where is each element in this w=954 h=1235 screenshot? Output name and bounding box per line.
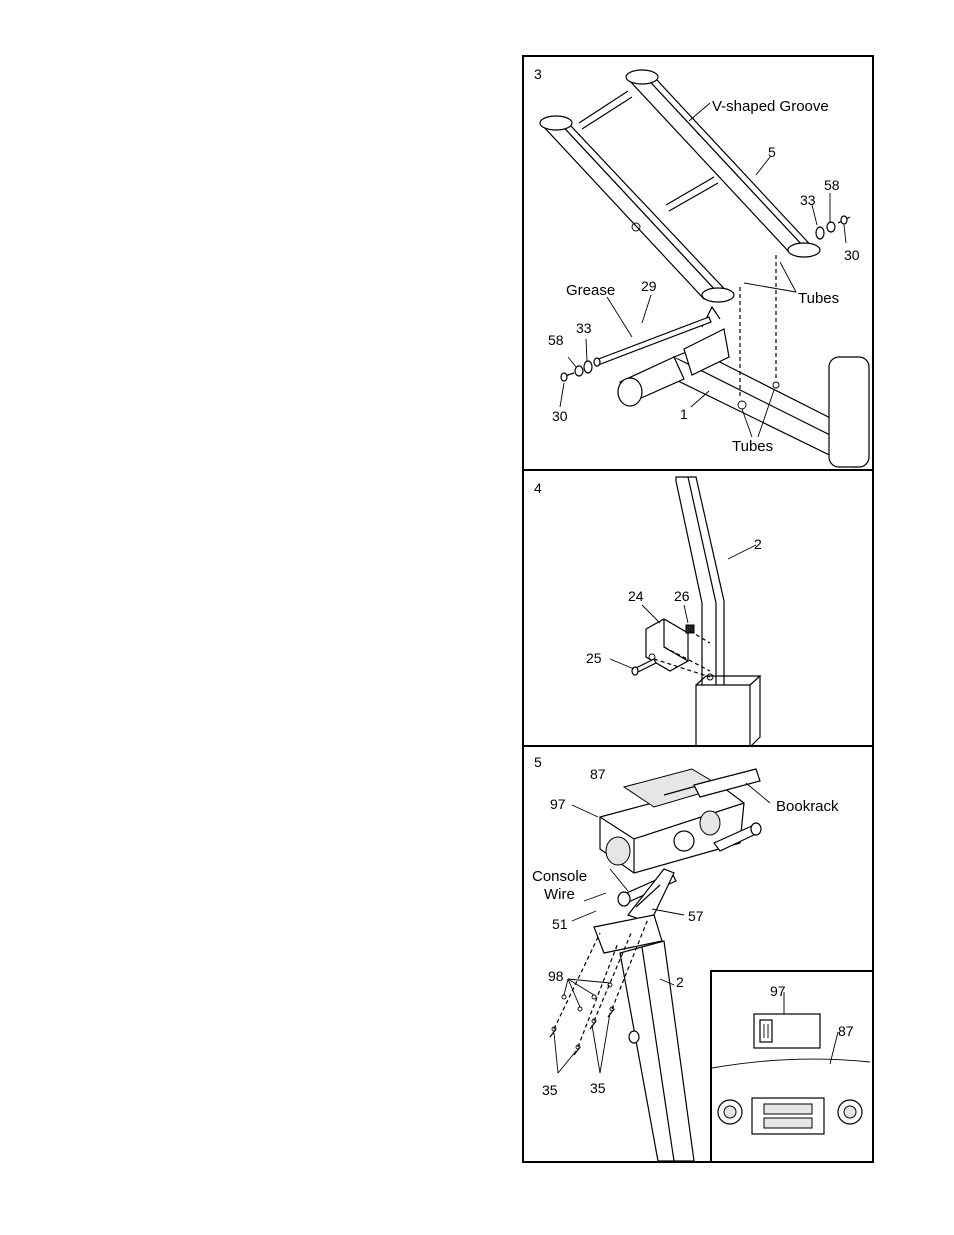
- console-edge: [712, 1059, 870, 1068]
- label-part-87: 87: [590, 766, 606, 782]
- label-part-98: 98: [548, 968, 564, 984]
- label-grease: Grease: [566, 282, 615, 299]
- label-console: Console: [532, 868, 587, 885]
- label-part-2: 2: [676, 974, 684, 990]
- label-part-58-right: 58: [824, 177, 840, 193]
- step-4-number: 4: [534, 480, 542, 496]
- label-part-30-left: 30: [552, 408, 568, 424]
- label-part-35-left: 35: [542, 1082, 558, 1098]
- step-3-number: 3: [534, 66, 542, 82]
- step-4-panel: 4 2 24 26 25: [522, 469, 874, 749]
- label-part-29: 29: [641, 278, 657, 294]
- left-hardware: [561, 361, 592, 381]
- label-tubes-lower: Tubes: [732, 438, 773, 455]
- label-part-26: 26: [674, 588, 690, 604]
- step-3-diagram: 3: [524, 57, 872, 471]
- left-cup: [718, 1100, 742, 1124]
- label-wire: Wire: [544, 886, 575, 903]
- step-3-panel: 3: [522, 55, 874, 473]
- label-part-33-left: 33: [576, 320, 592, 336]
- label-tubes-upper: Tubes: [798, 290, 839, 307]
- label-part-25: 25: [586, 650, 602, 666]
- part-26-nut: [686, 625, 694, 633]
- right-cup: [838, 1100, 862, 1124]
- label-part-97: 97: [550, 796, 566, 812]
- label-part-33-right: 33: [800, 192, 816, 208]
- label-v-shaped-groove: V-shaped Groove: [712, 98, 829, 115]
- part-2-upright: [676, 477, 760, 747]
- battery-compartment: [752, 1098, 824, 1134]
- label-part-1: 1: [680, 406, 688, 422]
- step-5-number: 5: [534, 754, 542, 770]
- label-part-51: 51: [552, 916, 568, 932]
- label-part-2: 2: [754, 536, 762, 552]
- inset-diagram: 97 87: [712, 972, 870, 1159]
- overlay-icon: [760, 1020, 772, 1042]
- inset-label-part-97: 97: [770, 983, 786, 999]
- label-part-24: 24: [628, 588, 644, 604]
- part-2-upright: [594, 915, 694, 1161]
- inset-label-part-87: 87: [838, 1023, 854, 1039]
- step-4-diagram: 4 2 24 26 25: [524, 471, 872, 747]
- label-part-35-right: 35: [590, 1080, 606, 1096]
- label-bookrack: Bookrack: [776, 798, 839, 815]
- part-25-bolt: [632, 659, 656, 675]
- label-part-58-left: 58: [548, 332, 564, 348]
- label-part-5: 5: [768, 144, 776, 160]
- label-part-30-right: 30: [844, 247, 860, 263]
- step-5-inset: 97 87: [710, 970, 872, 1161]
- label-part-57: 57: [688, 908, 704, 924]
